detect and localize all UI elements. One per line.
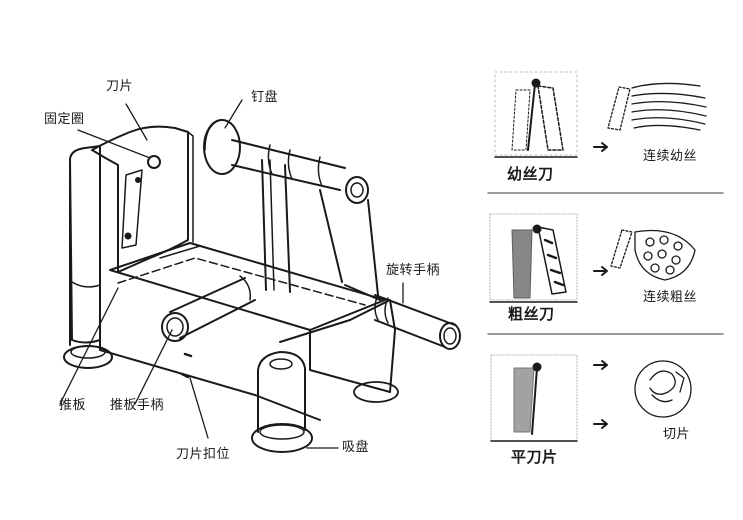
label-spike-plate: 钉盘 <box>251 90 279 105</box>
blade-plate <box>91 125 189 273</box>
arrow-1 <box>593 142 608 152</box>
machine-body <box>63 119 461 453</box>
leader-blade-slot <box>189 377 209 439</box>
push-handle-end <box>161 312 189 342</box>
arrow-2 <box>593 266 608 276</box>
suction-cup-front <box>251 423 313 453</box>
result-coarse: 连续粗丝 <box>643 290 698 305</box>
fixing-ring <box>147 155 161 169</box>
arrow-3a <box>593 360 608 370</box>
arrow-3b <box>593 419 608 429</box>
result-fine: 连续幼丝 <box>643 149 698 164</box>
blade-name-fine: 幼丝刀 <box>507 165 554 183</box>
label-rotating-handle: 旋转手柄 <box>386 263 441 278</box>
label-blade-slot: 刀片扣位 <box>176 447 231 462</box>
label-push-plate: 推板 <box>59 398 87 413</box>
coarse-strands-image <box>610 229 696 281</box>
label-push-plate-handle: 推板手柄 <box>110 398 165 413</box>
slices-image <box>634 360 692 418</box>
label-fixing-ring: 固定圈 <box>44 112 85 127</box>
leader-spike-plate <box>224 99 243 129</box>
fine-strands-image <box>607 82 707 131</box>
leader-push-plate <box>59 287 119 405</box>
blade-name-coarse: 粗丝刀 <box>508 305 555 323</box>
label-blade: 刀片 <box>106 79 134 94</box>
flat-blade-image <box>490 354 578 442</box>
spike-plate <box>203 119 241 175</box>
coarse-blade-image <box>489 213 578 303</box>
leader-fixing-ring <box>77 129 151 159</box>
blade-panel <box>487 71 724 442</box>
leader-lines <box>59 99 404 449</box>
leader-push-handle <box>134 329 173 405</box>
blade-name-flat: 平刀片 <box>511 448 558 466</box>
fine-blade-image <box>494 71 578 158</box>
result-flat: 切片 <box>663 427 691 442</box>
label-suction-cup: 吸盘 <box>342 440 370 455</box>
leader-blade <box>125 103 148 141</box>
